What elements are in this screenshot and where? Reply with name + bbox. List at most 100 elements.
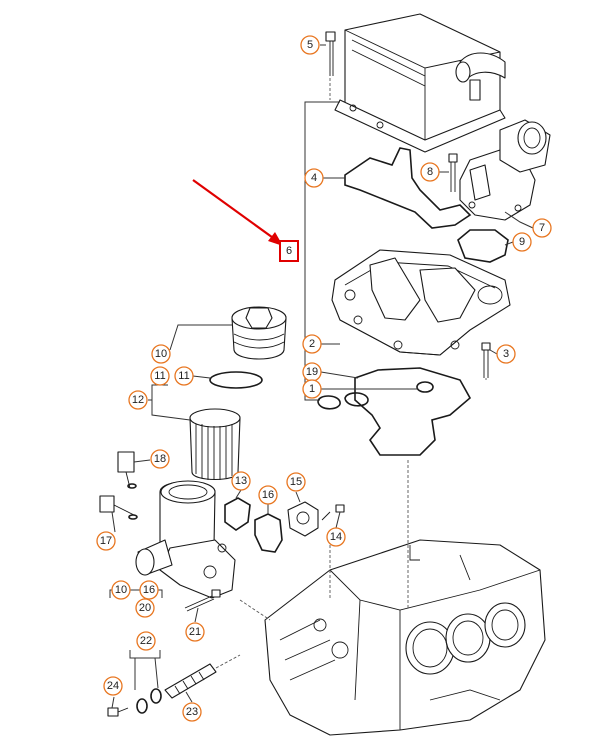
callout-label: 23	[186, 706, 198, 718]
callout-label: 20	[139, 602, 151, 614]
o-ring-1	[416, 381, 434, 393]
valve-15	[287, 501, 319, 537]
callout-label: 9	[519, 236, 525, 248]
filter-cap	[231, 306, 287, 360]
callout-circle	[512, 232, 532, 252]
sensor-18	[117, 451, 137, 489]
callout-label: 1	[309, 383, 315, 395]
callout-c20[interactable]: 20	[135, 598, 155, 618]
callout-c11a[interactable]: 11	[150, 366, 170, 386]
callout-c16b[interactable]: 16	[139, 580, 159, 600]
bolt-8	[448, 153, 458, 192]
highlight-callout-6[interactable]: 6	[279, 240, 299, 262]
leader-lines	[109, 44, 534, 709]
gasket-9	[457, 229, 509, 263]
callout-c14[interactable]: 14	[326, 527, 346, 547]
callout-label: 2	[309, 338, 315, 350]
gasket-19	[317, 367, 472, 456]
callout-circle	[231, 471, 251, 491]
callout-label: 8	[427, 166, 433, 178]
filter-element	[189, 408, 241, 480]
callout-circle	[136, 631, 156, 651]
callout-circle	[185, 622, 205, 642]
callout-c9[interactable]: 9	[512, 232, 532, 252]
oil-filter-bracket	[331, 249, 511, 356]
callout-c22[interactable]: 22	[136, 631, 156, 651]
callout-c17[interactable]: 17	[96, 531, 116, 551]
callout-circle	[532, 218, 552, 238]
gasket-13	[224, 497, 251, 531]
callout-c13[interactable]: 13	[231, 471, 251, 491]
callout-c7[interactable]: 7	[532, 218, 552, 238]
callout-circle	[286, 472, 306, 492]
highlight-arrow	[192, 179, 283, 246]
callout-label: 16	[262, 489, 274, 501]
callout-circle	[128, 390, 148, 410]
sensor-17	[99, 495, 138, 520]
seal-22a	[136, 698, 148, 714]
callout-label: 15	[290, 476, 302, 488]
callout-circle	[150, 449, 170, 469]
callout-circle	[326, 527, 346, 547]
seal-22b	[150, 688, 162, 704]
callout-c8[interactable]: 8	[420, 162, 440, 182]
callout-circle	[300, 35, 320, 55]
callout-c19[interactable]: 19	[302, 362, 322, 382]
callout-circle	[258, 485, 278, 505]
gasket-16	[254, 513, 283, 553]
callout-c24[interactable]: 24	[103, 676, 123, 696]
valve-23	[164, 654, 241, 699]
callout-c16a[interactable]: 16	[258, 485, 278, 505]
callout-label: 21	[189, 626, 201, 638]
callout-circle	[174, 366, 194, 386]
callout-circle	[150, 366, 170, 386]
callout-c23[interactable]: 23	[182, 702, 202, 722]
callout-c1[interactable]: 1	[302, 379, 322, 399]
callout-c11b[interactable]: 11	[174, 366, 194, 386]
callout-label: 11	[178, 370, 189, 382]
callout-circle	[302, 379, 322, 399]
callout-label: 11	[154, 370, 165, 382]
callout-label: 5	[307, 39, 313, 51]
callout-circle	[139, 580, 159, 600]
callout-circle	[151, 344, 171, 364]
callout-circle	[135, 598, 155, 618]
callout-c18[interactable]: 18	[150, 449, 170, 469]
bolt-21	[184, 589, 221, 612]
callout-c12[interactable]: 12	[128, 390, 148, 410]
callout-label: 10	[155, 348, 167, 360]
callout-c21[interactable]: 21	[185, 622, 205, 642]
callout-label: 10	[115, 584, 127, 596]
callout-circle	[304, 168, 324, 188]
callout-label: 12	[132, 394, 144, 406]
callout-c5[interactable]: 5	[300, 35, 320, 55]
thermostat-housing	[459, 119, 551, 221]
callout-c15[interactable]: 15	[286, 472, 306, 492]
callout-label: 13	[235, 475, 247, 487]
callout-circle	[103, 676, 123, 696]
callout-circle	[496, 344, 516, 364]
callout-c3[interactable]: 3	[496, 344, 516, 364]
callout-circle	[302, 334, 322, 354]
callout-c10a[interactable]: 10	[151, 344, 171, 364]
callout-label: 18	[154, 453, 166, 465]
callout-label: 19	[306, 366, 318, 378]
callout-label: 22	[140, 635, 152, 647]
callout-label: 14	[330, 531, 342, 543]
seal-ring-11	[209, 371, 263, 389]
callout-c2[interactable]: 2	[302, 334, 322, 354]
oil-cooler	[334, 13, 506, 153]
callout-c10b[interactable]: 10	[111, 580, 131, 600]
callout-c4[interactable]: 4	[304, 168, 324, 188]
highlight-label: 6	[286, 245, 292, 257]
group-bracket-6	[304, 101, 340, 401]
gasket-4	[344, 147, 472, 229]
bolt-14	[321, 504, 345, 521]
engine-block	[264, 539, 546, 736]
callout-label: 3	[503, 348, 509, 360]
callout-label: 7	[539, 222, 545, 234]
callout-circle	[420, 162, 440, 182]
bolt-5	[325, 31, 336, 76]
